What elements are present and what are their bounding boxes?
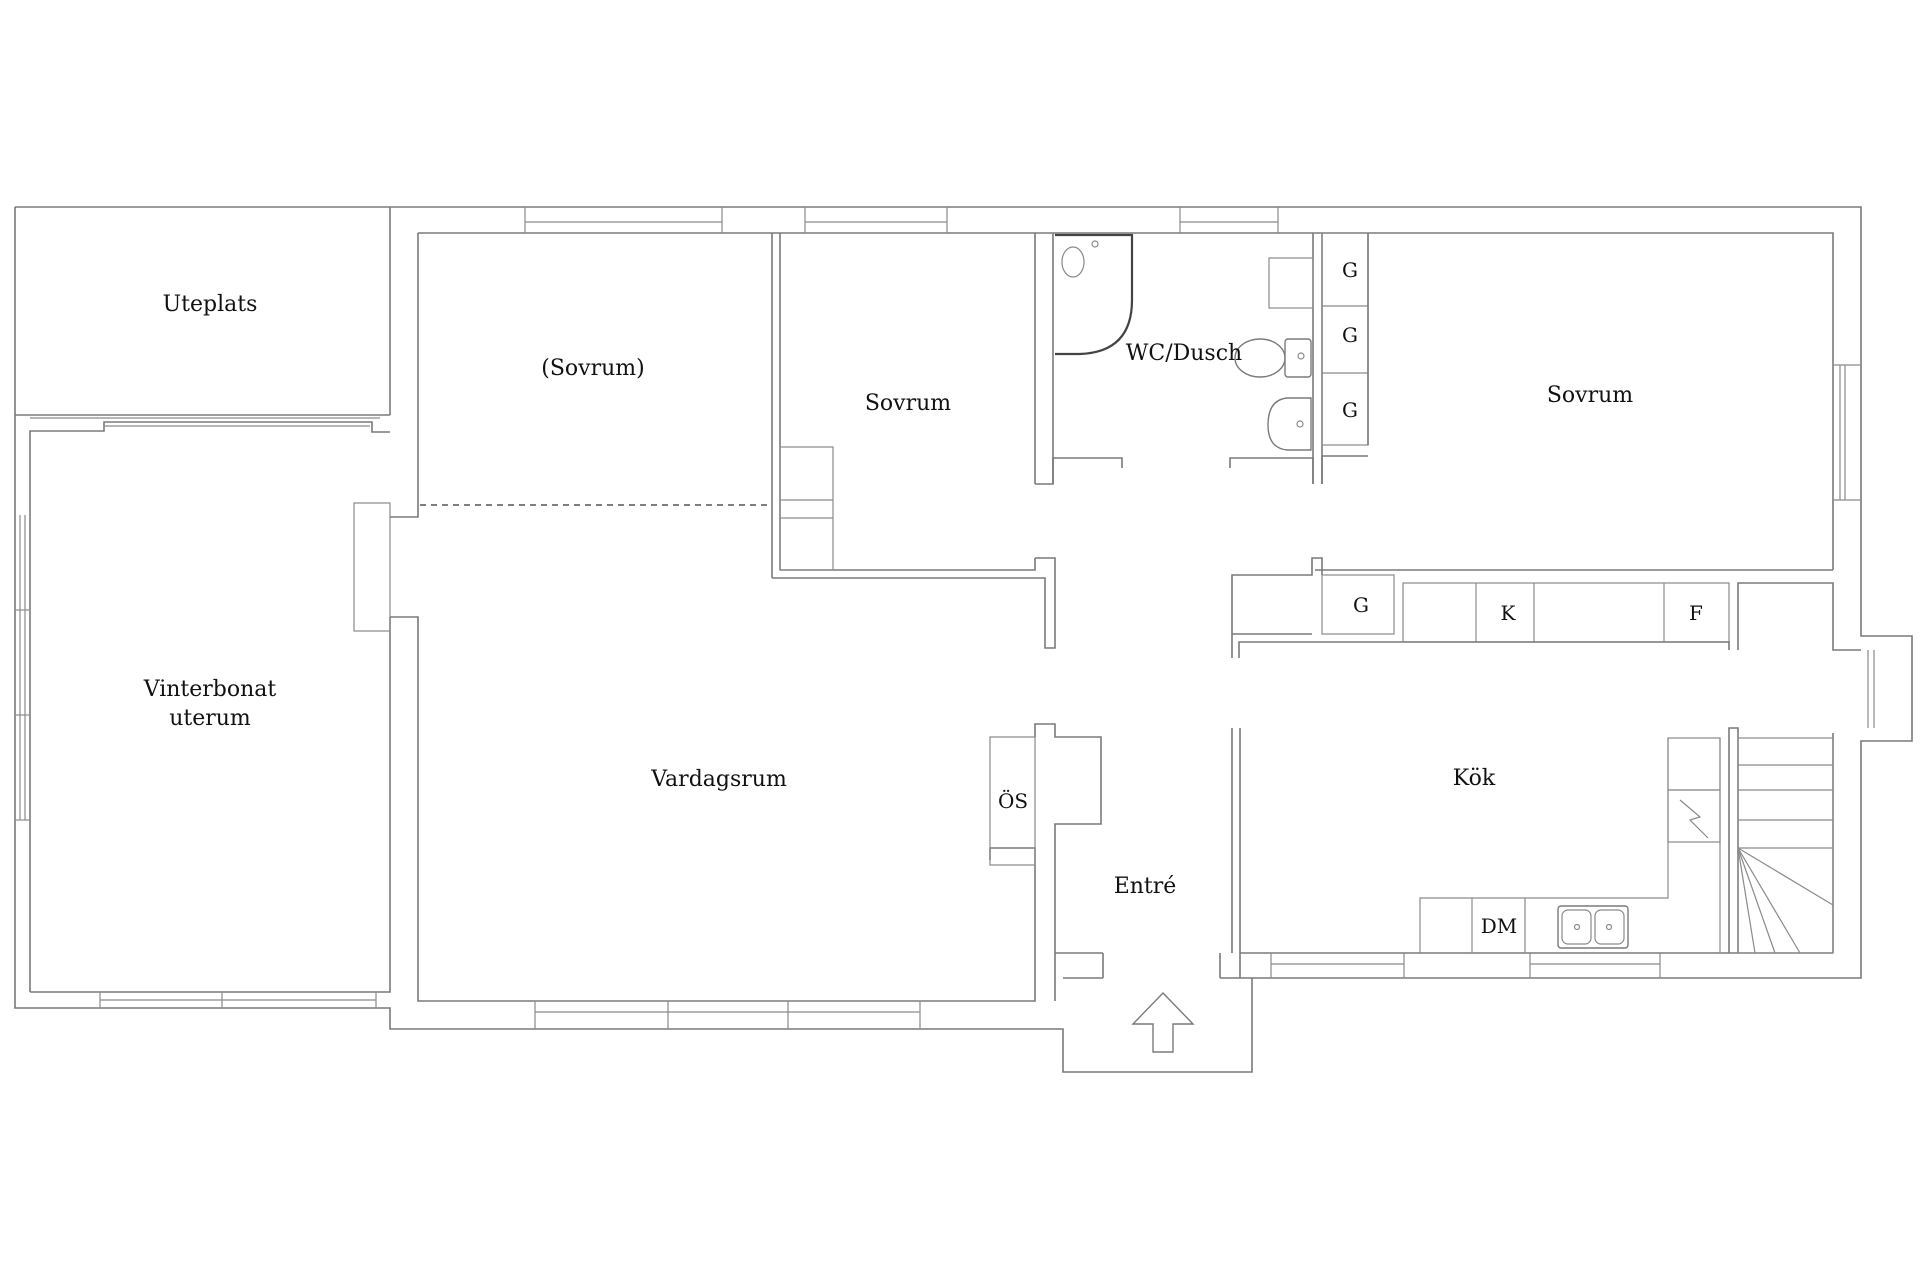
- label-wc-dusch: WC/Dusch: [1126, 341, 1242, 366]
- label-closet-g3: G: [1342, 398, 1358, 422]
- label-uteplats: Uteplats: [163, 292, 258, 317]
- stove-icon: [1667, 789, 1721, 843]
- kitchen: [1270, 650, 1875, 978]
- label-closet-g4: G: [1353, 593, 1369, 617]
- label-vinterbonat-line2: uterum: [169, 706, 251, 731]
- label-sovrum-middle: Sovrum: [865, 391, 951, 416]
- double-sink-icon: [1557, 905, 1629, 949]
- middle-bedroom: [779, 207, 1036, 571]
- label-sovrum-optional: (Sovrum): [541, 356, 644, 381]
- fixture-labels: G G G G K F DM ÖS: [998, 258, 1703, 938]
- bathroom: [1035, 207, 1323, 485]
- label-vinterbonat-line1: Vinterbonat: [143, 677, 277, 702]
- label-sovrum-right: Sovrum: [1547, 383, 1633, 408]
- terrace-area: [15, 207, 391, 1008]
- label-dishwasher: DM: [1481, 914, 1518, 938]
- shower-icon: [1055, 233, 1134, 356]
- hall-storage: [1231, 557, 1861, 658]
- sink-icon: [1267, 397, 1312, 451]
- toilet-icon: [1234, 338, 1312, 378]
- label-kitchen-f: F: [1689, 601, 1703, 625]
- label-entre: Entré: [1114, 874, 1177, 899]
- label-closet-g2: G: [1342, 323, 1358, 347]
- room-labels: Uteplats (Sovrum) Sovrum WC/Dusch Sovrum…: [143, 292, 1634, 899]
- label-kok: Kök: [1453, 766, 1496, 791]
- entrance-arrow-icon: [1131, 991, 1195, 1053]
- living-area: [390, 207, 1056, 1029]
- label-kitchen-k: K: [1501, 601, 1517, 625]
- label-vardagsrum: Vardagsrum: [650, 767, 787, 792]
- stairs-icon: [1728, 727, 1834, 954]
- entrance: [989, 723, 1252, 1053]
- right-bedroom: [1315, 232, 1861, 571]
- label-fireplace: ÖS: [998, 788, 1028, 813]
- label-closet-g1: G: [1342, 258, 1358, 282]
